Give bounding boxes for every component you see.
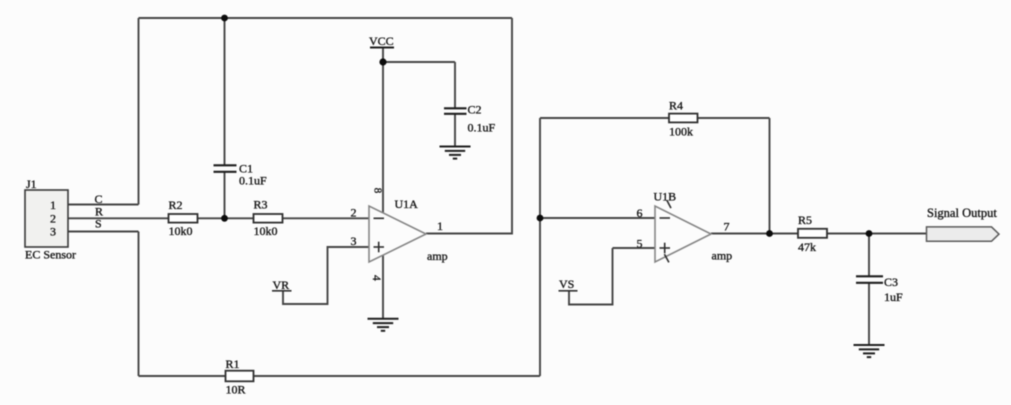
svg-text:R3: R3 <box>254 198 268 212</box>
svg-text:U1B: U1B <box>654 190 677 204</box>
svg-text:VCC: VCC <box>369 34 394 48</box>
svg-text:R4: R4 <box>669 99 683 113</box>
svg-text:C: C <box>95 192 103 206</box>
svg-text:4: 4 <box>370 275 382 281</box>
svg-text:amp: amp <box>712 249 733 263</box>
svg-text:2: 2 <box>50 212 56 226</box>
svg-text:6: 6 <box>637 206 643 220</box>
svg-text:R1: R1 <box>226 357 240 371</box>
svg-text:EC Sensor: EC Sensor <box>25 248 76 262</box>
svg-text:VS: VS <box>559 277 574 291</box>
svg-text:U1A: U1A <box>395 197 419 211</box>
svg-text:8: 8 <box>371 188 383 194</box>
svg-text:amp: amp <box>427 249 448 263</box>
svg-text:R5: R5 <box>798 213 812 227</box>
svg-text:3: 3 <box>50 225 56 239</box>
svg-text:10k0: 10k0 <box>169 224 193 238</box>
svg-text:1: 1 <box>50 198 56 212</box>
svg-text:100k: 100k <box>669 125 693 139</box>
svg-text:0.1uF: 0.1uF <box>239 174 267 188</box>
svg-text:47k: 47k <box>798 240 816 254</box>
svg-text:C1: C1 <box>239 162 253 176</box>
svg-text:S: S <box>95 217 102 231</box>
svg-text:Signal Output: Signal Output <box>927 206 997 220</box>
svg-text:C3: C3 <box>884 275 898 289</box>
svg-text:J1: J1 <box>26 177 37 191</box>
svg-text:10R: 10R <box>226 383 246 397</box>
svg-text:5: 5 <box>637 236 643 250</box>
svg-text:1uF: 1uF <box>884 290 903 304</box>
svg-text:2: 2 <box>351 206 357 220</box>
svg-text:1: 1 <box>437 219 443 233</box>
svg-text:R2: R2 <box>169 198 183 212</box>
svg-text:VR: VR <box>273 278 290 292</box>
svg-text:R: R <box>95 205 103 219</box>
svg-text:10k0: 10k0 <box>254 224 278 238</box>
svg-text:C2: C2 <box>468 103 482 117</box>
svg-text:0.1uF: 0.1uF <box>468 121 496 135</box>
svg-text:7: 7 <box>724 220 730 234</box>
svg-text:3: 3 <box>351 234 357 248</box>
